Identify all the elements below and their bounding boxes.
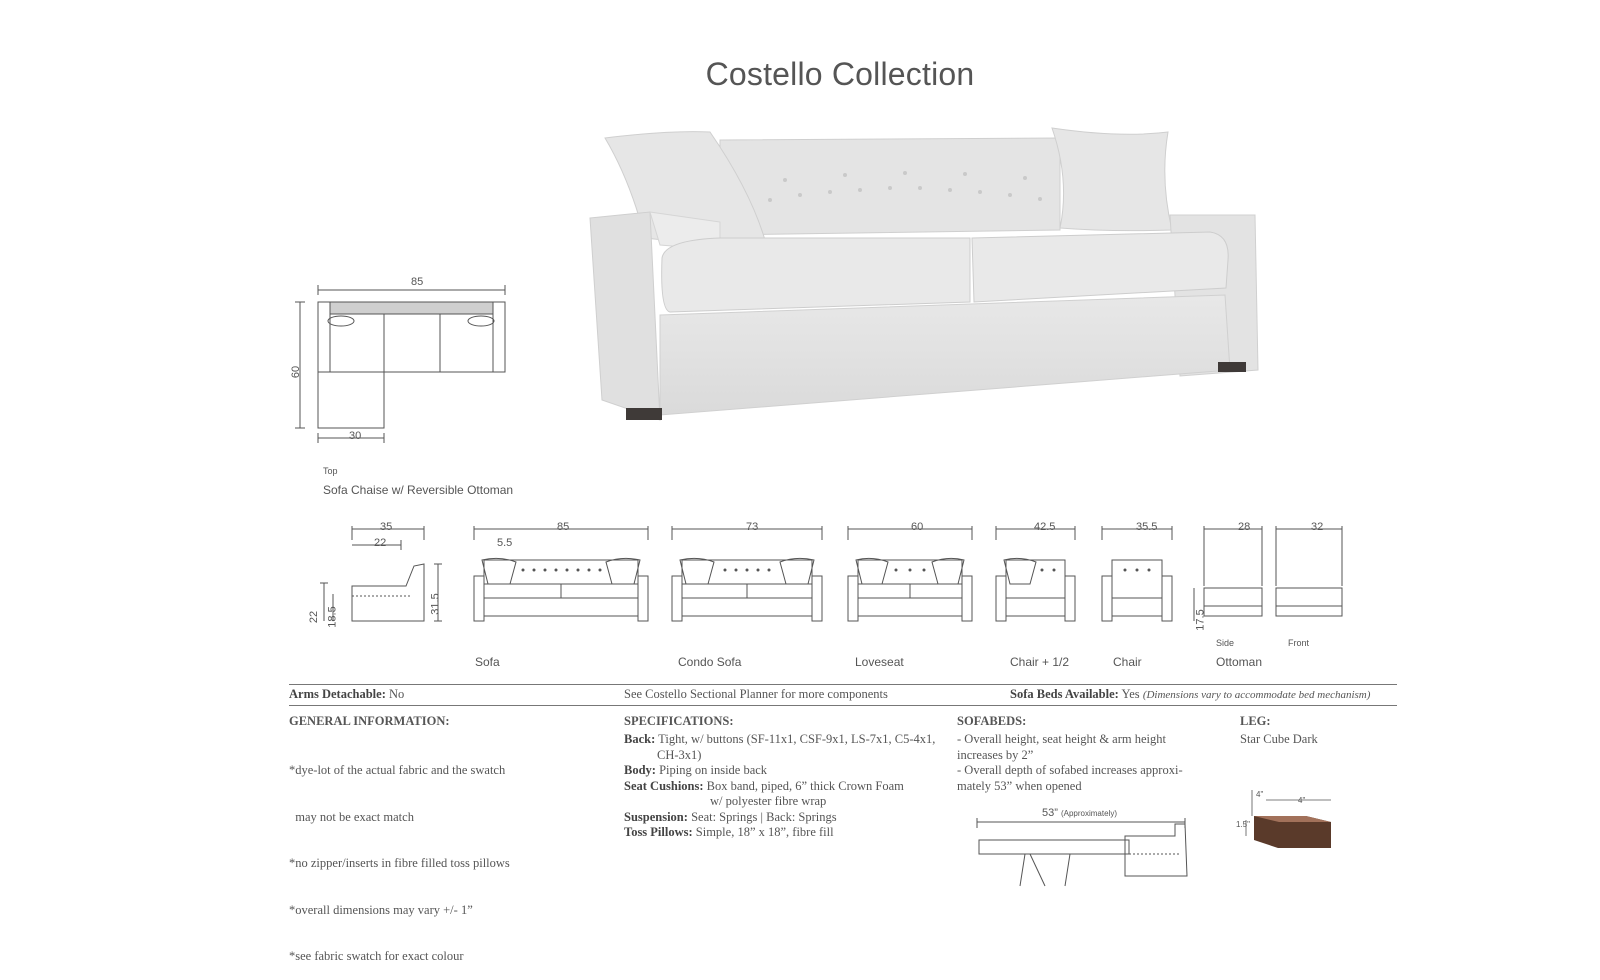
side-seat-depth-label: 22 [374, 537, 387, 549]
side-seat-height-label: 18.5 [326, 606, 339, 628]
ottoman-side-width-label: 28 [1238, 521, 1251, 533]
model-name-ottoman: Ottoman [1216, 655, 1263, 669]
chaise-width-label: 85 [411, 276, 424, 288]
chaise-caption: Sofa Chaise w/ Reversible Ottoman [323, 483, 514, 497]
sofa-beds-available: Sofa Beds Available: Yes (Dimensions var… [1010, 687, 1371, 701]
info-bar-bottom-rule [289, 705, 1397, 706]
side-arm-height-label: 22 [308, 610, 321, 624]
model-name-loveseat: Loveseat [855, 655, 904, 669]
model-front-views-diagram [473, 526, 1343, 622]
specifications-heading: SPECIFICATIONS: [624, 714, 734, 728]
sofabed-depth-label: 53” (Approximately) [1042, 807, 1117, 819]
chaise-depth-label: 60 [290, 365, 303, 379]
side-view-diagram [320, 526, 442, 622]
specifications-list: Back: Tight, w/ buttons (SF-11x1, CSF-9x… [624, 732, 936, 839]
page-title: Costello Collection [705, 56, 975, 92]
model-name-chair: Chair [1113, 655, 1142, 669]
info-bar-top-rule [289, 684, 1397, 685]
sofabeds-list: - Overall height, seat height & arm heig… [957, 732, 1183, 793]
ottoman-height-label: 17.5 [1194, 609, 1207, 631]
ottoman-front-label: Front [1288, 638, 1310, 648]
ottoman-front-width-label: 32 [1311, 521, 1324, 533]
sofa-width-label: 85 [557, 521, 570, 533]
sofa-product-image [589, 127, 1259, 421]
leg-heading: LEG: [1240, 714, 1271, 728]
leg-diagram [1245, 790, 1331, 848]
chaise-top-view-diagram [295, 285, 506, 443]
general-info-list: *dye-lot of the actual fabric and the sw… [289, 763, 510, 963]
loveseat-width-label: 60 [911, 521, 924, 533]
model-name-sofa: Sofa [475, 655, 500, 669]
leg-dim-c: 1.5" [1236, 820, 1250, 829]
sofabeds-heading: SOFABEDS: [957, 714, 1027, 728]
arms-detachable: Arms Detachable: No [289, 687, 405, 701]
sofabed-open-diagram [976, 818, 1188, 887]
leg-dim-b: 4" [1298, 796, 1306, 805]
general-info-heading: GENERAL INFORMATION: [289, 714, 450, 728]
chaise-arm-label: 30 [349, 430, 362, 442]
chaise-view-label: Top [323, 466, 338, 476]
leg-value: Star Cube Dark [1240, 732, 1318, 746]
sectional-planner-note: See Costello Sectional Planner for more … [624, 687, 888, 701]
model-name-chair-half: Chair + 1/2 [1010, 655, 1070, 669]
chair-half-width-label: 42.5 [1034, 521, 1056, 533]
chair-width-label: 35.5 [1136, 521, 1158, 533]
model-name-condo-sofa: Condo Sofa [678, 655, 742, 669]
ottoman-side-label: Side [1216, 638, 1235, 648]
side-total-depth-label: 35 [380, 521, 393, 533]
side-back-height-label: 31.5 [429, 593, 442, 615]
condo-width-label: 73 [746, 521, 759, 533]
sofa-extra-label: 5.5 [497, 537, 513, 549]
leg-dim-a: 4" [1256, 790, 1264, 799]
